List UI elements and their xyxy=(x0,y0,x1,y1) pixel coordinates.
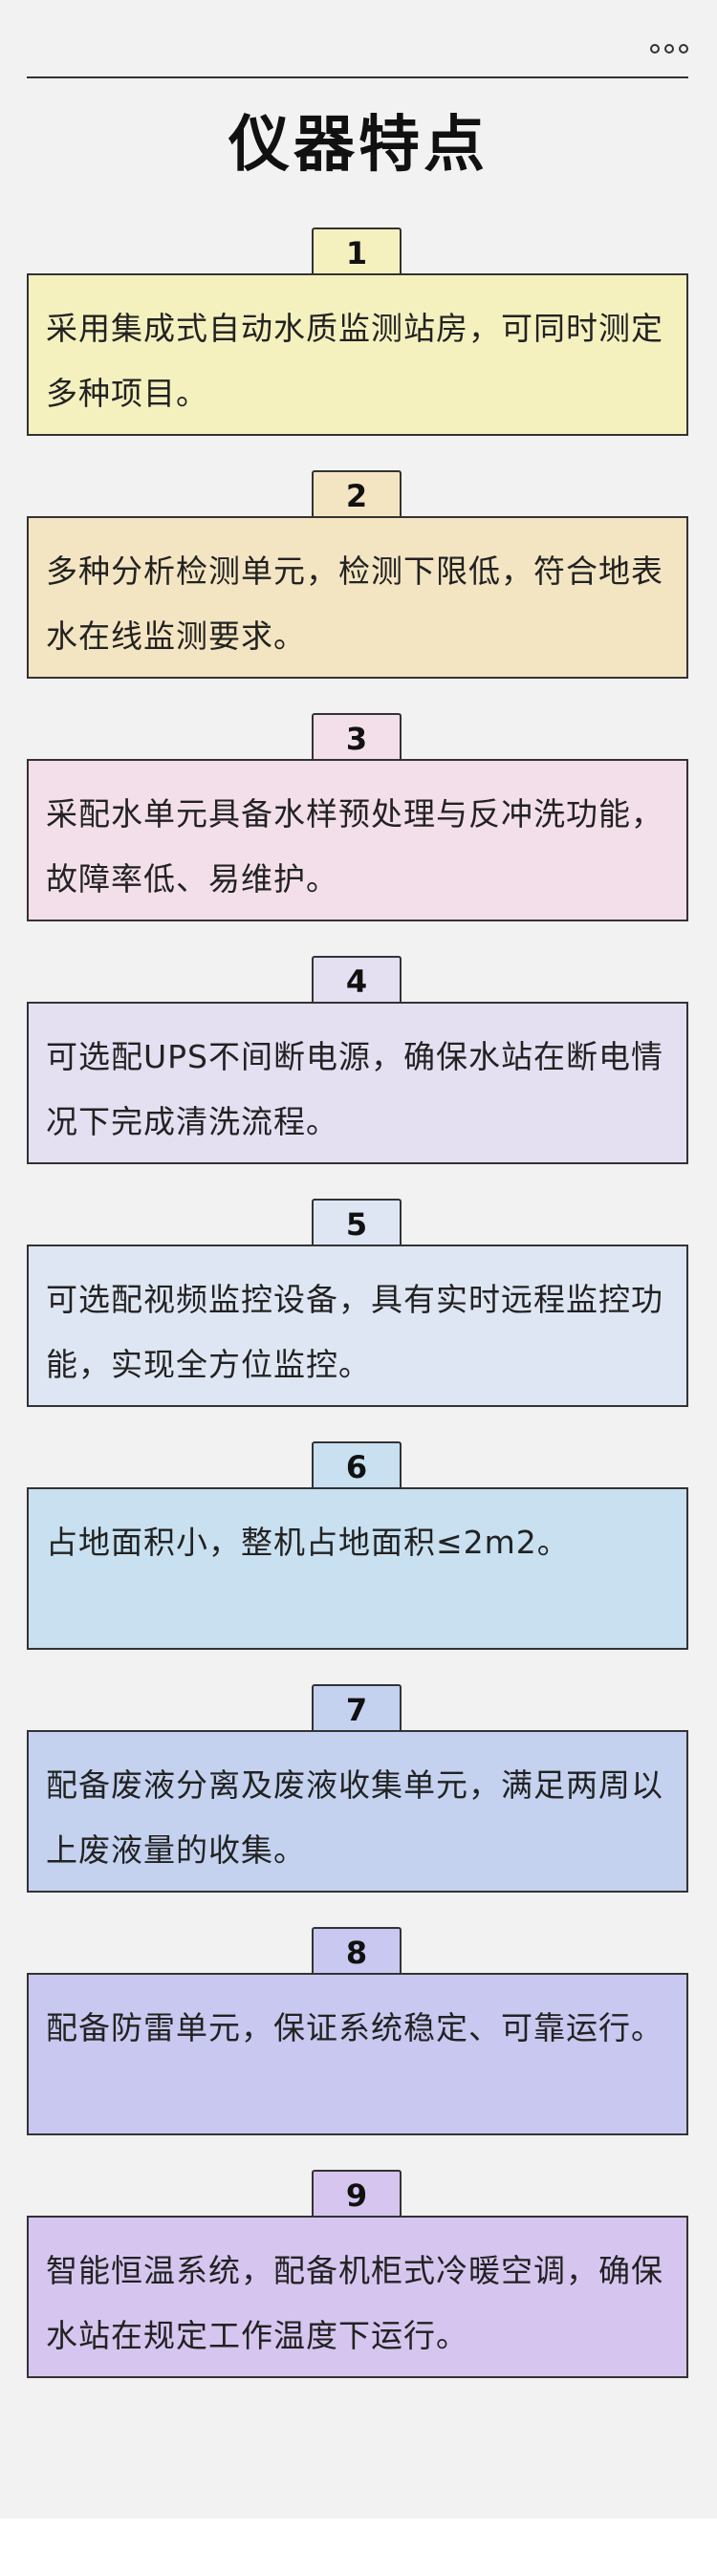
feature-card: 采用集成式自动水质监测站房，可同时测定多种项目。 xyxy=(27,273,688,436)
feature-item-9: 9 智能恒温系统，配备机柜式冷暖空调，确保水站在规定工作温度下运行。 xyxy=(27,2170,688,2378)
feature-card: 可选配UPS不间断电源，确保水站在断电情况下完成清洗流程。 xyxy=(27,1002,688,1164)
feature-number-badge: 5 xyxy=(312,1199,402,1246)
page-title: 仪器特点 xyxy=(228,110,489,181)
feature-card: 采配水单元具备水样预处理与反冲洗功能，故障率低、易维护。 xyxy=(27,759,688,921)
divider xyxy=(27,76,688,78)
feature-item-8: 8 配备防雷单元，保证系统稳定、可靠运行。 xyxy=(27,1927,688,2135)
feature-number-badge: 7 xyxy=(312,1684,402,1732)
feature-item-2: 2 多种分析检测单元，检测下限低，符合地表水在线监测要求。 xyxy=(27,470,688,679)
feature-card: 配备废液分离及废液收集单元，满足两周以上废液量的收集。 xyxy=(27,1730,688,1893)
feature-item-6: 6 占地面积小，整机占地面积≤2m2。 xyxy=(27,1441,688,1650)
feature-number-badge: 6 xyxy=(312,1441,402,1489)
content-panel: 仪器特点 1 采用集成式自动水质监测站房，可同时测定多种项目。 2 多种分析检测… xyxy=(0,0,717,2519)
feature-card: 智能恒温系统，配备机柜式冷暖空调，确保水站在规定工作温度下运行。 xyxy=(27,2216,688,2378)
dot xyxy=(650,44,660,54)
feature-number-badge: 9 xyxy=(312,2170,402,2218)
feature-number-badge: 2 xyxy=(312,470,402,518)
feature-item-5: 5 可选配视频监控设备，具有实时远程监控功能，实现全方位监控。 xyxy=(27,1199,688,1407)
feature-number-badge: 1 xyxy=(312,227,402,275)
feature-card: 多种分析检测单元，检测下限低，符合地表水在线监测要求。 xyxy=(27,516,688,679)
dot xyxy=(664,44,674,54)
feature-item-1: 1 采用集成式自动水质监测站房，可同时测定多种项目。 xyxy=(27,227,688,436)
feature-card: 配备防雷单元，保证系统稳定、可靠运行。 xyxy=(27,1973,688,2135)
more-icon[interactable] xyxy=(650,44,688,54)
dot xyxy=(679,44,688,54)
feature-item-7: 7 配备废液分离及废液收集单元，满足两周以上废液量的收集。 xyxy=(27,1684,688,1893)
feature-number-badge: 3 xyxy=(312,713,402,761)
feature-card: 可选配视频监控设备，具有实时远程监控功能，实现全方位监控。 xyxy=(27,1245,688,1407)
feature-number-badge: 4 xyxy=(312,956,402,1004)
feature-number-badge: 8 xyxy=(312,1927,402,1975)
feature-card: 占地面积小，整机占地面积≤2m2。 xyxy=(27,1487,688,1650)
feature-item-4: 4 可选配UPS不间断电源，确保水站在断电情况下完成清洗流程。 xyxy=(27,956,688,1164)
feature-item-3: 3 采配水单元具备水样预处理与反冲洗功能，故障率低、易维护。 xyxy=(27,713,688,921)
